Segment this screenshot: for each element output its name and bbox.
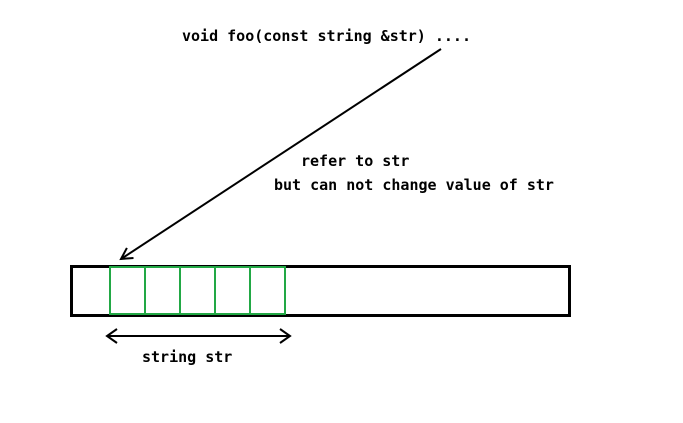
string-cell — [144, 266, 181, 315]
string-cell — [249, 266, 286, 315]
dimension-arrow — [105, 328, 292, 344]
string-cell — [214, 266, 251, 315]
annotation-line-1: refer to str — [301, 152, 409, 170]
annotation-line-2: but can not change value of str — [274, 176, 554, 194]
reference-arrow — [121, 48, 442, 259]
string-cell — [109, 266, 146, 315]
code-signature: void foo(const string &str) .... — [182, 27, 471, 45]
string-cell — [179, 266, 216, 315]
dimension-label: string str — [142, 348, 232, 366]
string-cells — [109, 266, 286, 315]
memory-block — [70, 265, 571, 317]
